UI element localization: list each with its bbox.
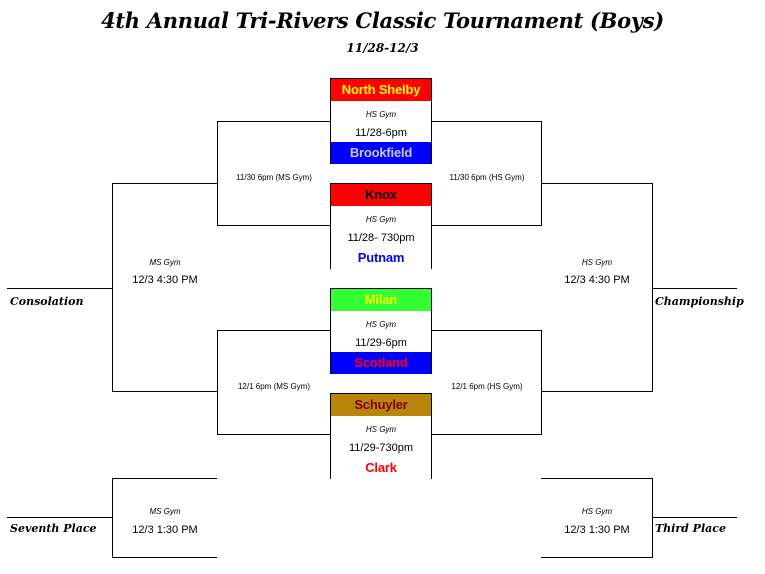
game-time: 11/28-6pm [355,127,407,139]
bracket-line [432,434,542,435]
bracket-line [541,478,653,479]
bracket-line [541,183,653,184]
championship-venue: HS Gym [581,258,613,267]
consolation-label: Consolation [10,295,84,308]
bracket-line [217,330,330,331]
game-venue: HS Gym [365,425,397,434]
bracket-line [541,121,542,226]
seventh-place-label: Seventh Place [10,522,97,535]
semifinal-slot-lower-left: 12/1 6pm (MS Gym) [237,382,310,391]
bracket-line [112,478,217,479]
game-time: 11/29-730pm [348,442,413,454]
game-time: 11/28- 730pm [347,232,415,244]
bracket-line [432,330,542,331]
team-bottom: Putnam [331,247,431,269]
semifinal-slot-upper-right: 11/30 6pm (HS Gym) [449,173,525,182]
game-box: North Shelby HS Gym 11/28-6pm Brookfield [330,78,432,164]
consolation-venue: MS Gym [149,258,181,267]
bracket-line [112,478,113,558]
bracket-line [432,225,542,226]
bracket-line [217,434,330,435]
game-time: 11/29-6pm [355,337,407,349]
game-venue: HS Gym [365,320,397,329]
team-bottom: Scotland [331,352,431,374]
consolation-time: 12/3 4:30 PM [132,274,198,286]
tournament-dates: 11/28-12/3 [346,41,419,55]
team-top: Knox [331,184,431,206]
team-top: Milan [331,289,431,311]
game-venue: HS Gym [365,110,397,119]
team-bottom: Clark [331,457,431,479]
championship-label: Championship [655,295,744,308]
game-box: Schuyler HS Gym 11/29-730pm Clark [330,393,432,479]
bracket-line [217,121,218,226]
bracket-line [652,183,653,392]
bracket-line [217,121,330,122]
game-venue: HS Gym [365,215,397,224]
game-box: Knox HS Gym 11/28- 730pm Putnam [330,183,432,269]
bracket-line [652,478,653,558]
third-place-time: 12/3 1:30 PM [564,524,630,536]
bracket-line [652,288,737,289]
third-place-venue: HS Gym [581,507,613,516]
bracket-line [112,557,217,558]
bracket-line [217,330,218,435]
semifinal-slot-lower-right: 12/1 6pm (HS Gym) [451,382,523,391]
bracket-line [541,557,653,558]
bracket-line [432,121,542,122]
bracket-line [7,288,113,289]
team-top: Schuyler [331,394,431,416]
bracket-line [112,183,113,392]
seventh-place-time: 12/3 1:30 PM [132,524,198,536]
seventh-place-venue: MS Gym [149,507,181,516]
bracket-line [7,517,113,518]
bracket-line [112,391,217,392]
bracket-line [541,391,653,392]
bracket-line [112,183,217,184]
bracket-line [217,225,330,226]
game-box: Milan HS Gym 11/29-6pm Scotland [330,288,432,374]
third-place-label: Third Place [655,522,726,535]
team-top: North Shelby [331,79,431,101]
semifinal-slot-upper-left: 11/30 6pm (MS Gym) [236,173,312,182]
bracket-line [652,517,737,518]
page-title: 4th Annual Tri-Rivers Classic Tournament… [101,8,664,33]
team-bottom: Brookfield [331,142,431,164]
bracket-line [541,330,542,435]
championship-time: 12/3 4:30 PM [564,274,630,286]
